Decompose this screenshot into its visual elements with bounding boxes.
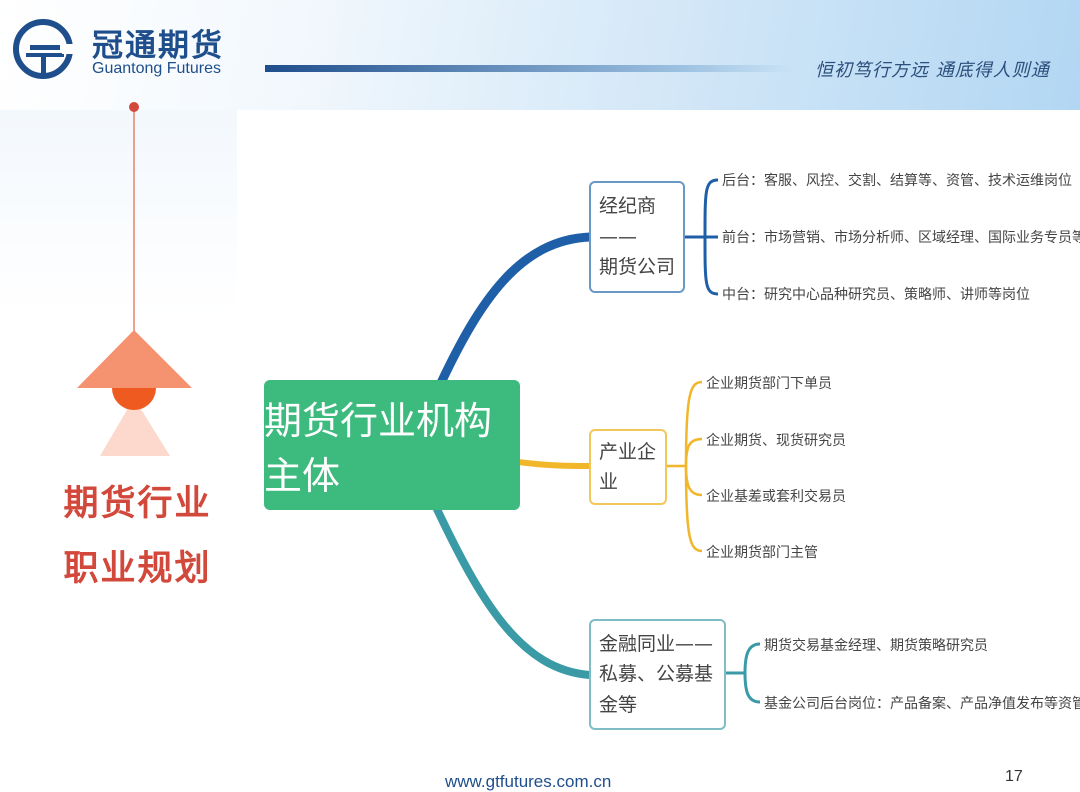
node-industry: 产业企业: [589, 429, 667, 505]
leaf-item: 企业期货部门主管: [706, 545, 818, 561]
leaf-item: 期货交易基金经理、期货策略研究员: [764, 638, 988, 654]
lamp-icon: [77, 102, 192, 456]
leaf-item: 中台：研究中心品种研究员、策略师、讲师等岗位: [722, 287, 1030, 303]
node-label: 产业企业: [599, 440, 657, 493]
branch-connector-finance: [431, 501, 594, 679]
leaf-item: 企业基差或套利交易员: [706, 489, 846, 505]
page-number: 17: [1005, 768, 1023, 785]
node-label: 期货公司: [599, 256, 676, 279]
header-bar: [265, 65, 795, 72]
branch-connector-industry: [517, 459, 591, 469]
guantong-logo-icon: [13, 19, 74, 79]
industry-bracket: [666, 380, 703, 553]
leaf-item: 企业期货、现货研究员: [706, 433, 846, 449]
leaf-item: 企业期货部门下单员: [706, 376, 832, 392]
node-label: 金融同业——: [599, 632, 714, 655]
leaf-item: 前台：市场营销、市场分析师、区域经理、国际业务专员等岗位: [722, 230, 1080, 246]
finance-bracket: [725, 642, 761, 704]
brand-name-en: Guantong Futures: [92, 60, 221, 77]
node-finance: 金融同业—— 私募、公募基金等: [589, 619, 726, 730]
slogan: 恒初笃行方远 通底得人则通: [815, 60, 1050, 81]
leaf-item: 基金公司后台岗位：产品备案、产品净值发布等资管工作: [764, 696, 1080, 712]
leaf-item: 后台：客服、风控、交割、结算等、资管、技术运维岗位: [722, 173, 1072, 189]
side-title-line2: 职业规划: [63, 549, 212, 589]
footer-url[interactable]: www.gtfutures.com.cn: [445, 772, 612, 791]
branch-connector-broker: [435, 232, 595, 390]
node-label: 私募、公募基金等: [599, 663, 714, 716]
broker-bracket: [684, 178, 719, 296]
side-title-line1: 期货行业: [63, 484, 212, 524]
root-node: 期货行业机构主体: [264, 380, 520, 510]
brand-name-cn: 冠通期货: [92, 28, 224, 64]
node-label: 经纪商——: [599, 195, 657, 248]
node-broker: 经纪商—— 期货公司: [589, 181, 685, 293]
